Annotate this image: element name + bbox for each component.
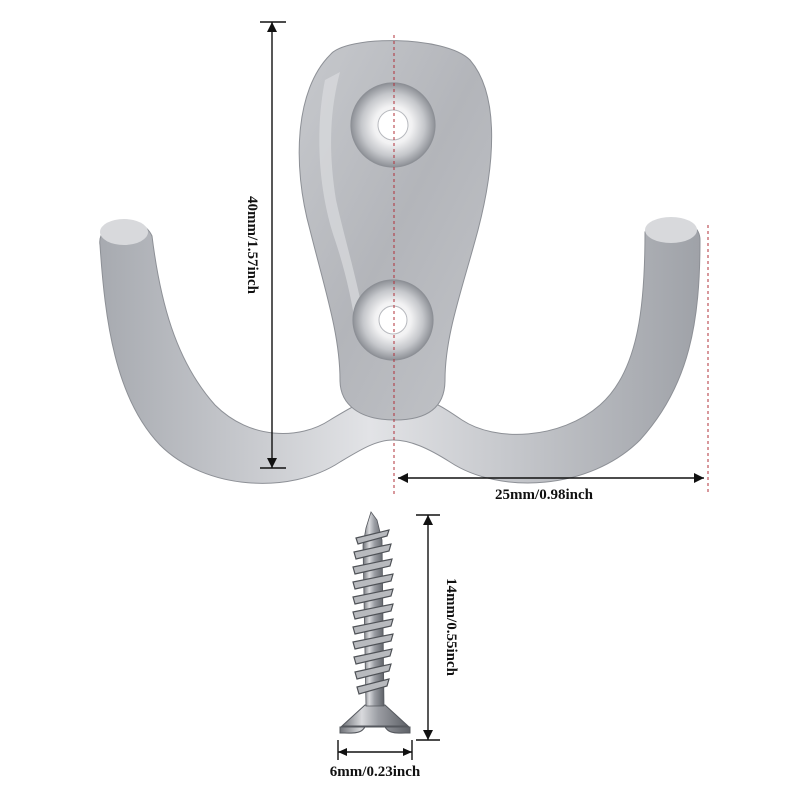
left-prong-tip <box>100 219 148 245</box>
screw-width-label: 6mm/0.23inch <box>330 764 421 780</box>
screw <box>339 511 411 734</box>
hook-back-plate <box>298 40 493 421</box>
screw-threads <box>352 529 394 695</box>
upper-screw-hole <box>350 82 436 168</box>
screw-length-dimension: 14mm/0.55inch <box>416 514 459 741</box>
screw-width-dimension: 6mm/0.23inch <box>330 740 421 780</box>
double-hook <box>99 40 701 484</box>
screw-length-label: 14mm/0.55inch <box>443 578 459 677</box>
lower-screw-hole <box>352 279 434 361</box>
right-prong-tip <box>645 217 697 243</box>
hook-width-label: 25mm/0.98inch <box>495 487 594 503</box>
hook-height-label: 40mm/1.57inch <box>244 196 260 295</box>
plate-sheen <box>319 72 366 330</box>
width-dimension: 25mm/0.98inch <box>398 473 704 503</box>
height-dimension: 40mm/1.57inch <box>244 21 286 469</box>
